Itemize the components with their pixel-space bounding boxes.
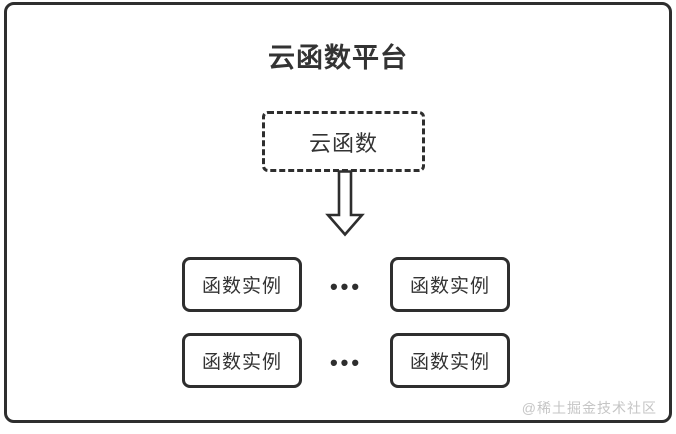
function-instance-label: 函数实例 (409, 276, 490, 297)
down-arrow-icon (325, 170, 365, 237)
watermark-text: @稀土掘金技术社区 (521, 400, 657, 416)
cloud-function-label: 云函数 (308, 130, 378, 156)
function-instance-box: 函数实例 (182, 257, 302, 312)
function-instance-box: 函数实例 (182, 333, 302, 388)
ellipsis-row1: ••• (329, 274, 363, 299)
ellipsis-row2: ••• (329, 350, 363, 375)
function-instance-label: 函数实例 (201, 352, 282, 373)
function-instance-box: 函数实例 (390, 333, 510, 388)
function-instance-box: 函数实例 (390, 257, 510, 312)
platform-frame: 云函数平台 云函数 函数实例 ••• 函数实例 函数实例 ••• 函数实例 (4, 2, 672, 423)
function-instance-label: 函数实例 (409, 352, 490, 373)
function-instance-label: 函数实例 (201, 276, 282, 297)
cloud-function-node: 云函数 (262, 111, 425, 172)
diagram-title: 云函数平台 (268, 43, 408, 73)
